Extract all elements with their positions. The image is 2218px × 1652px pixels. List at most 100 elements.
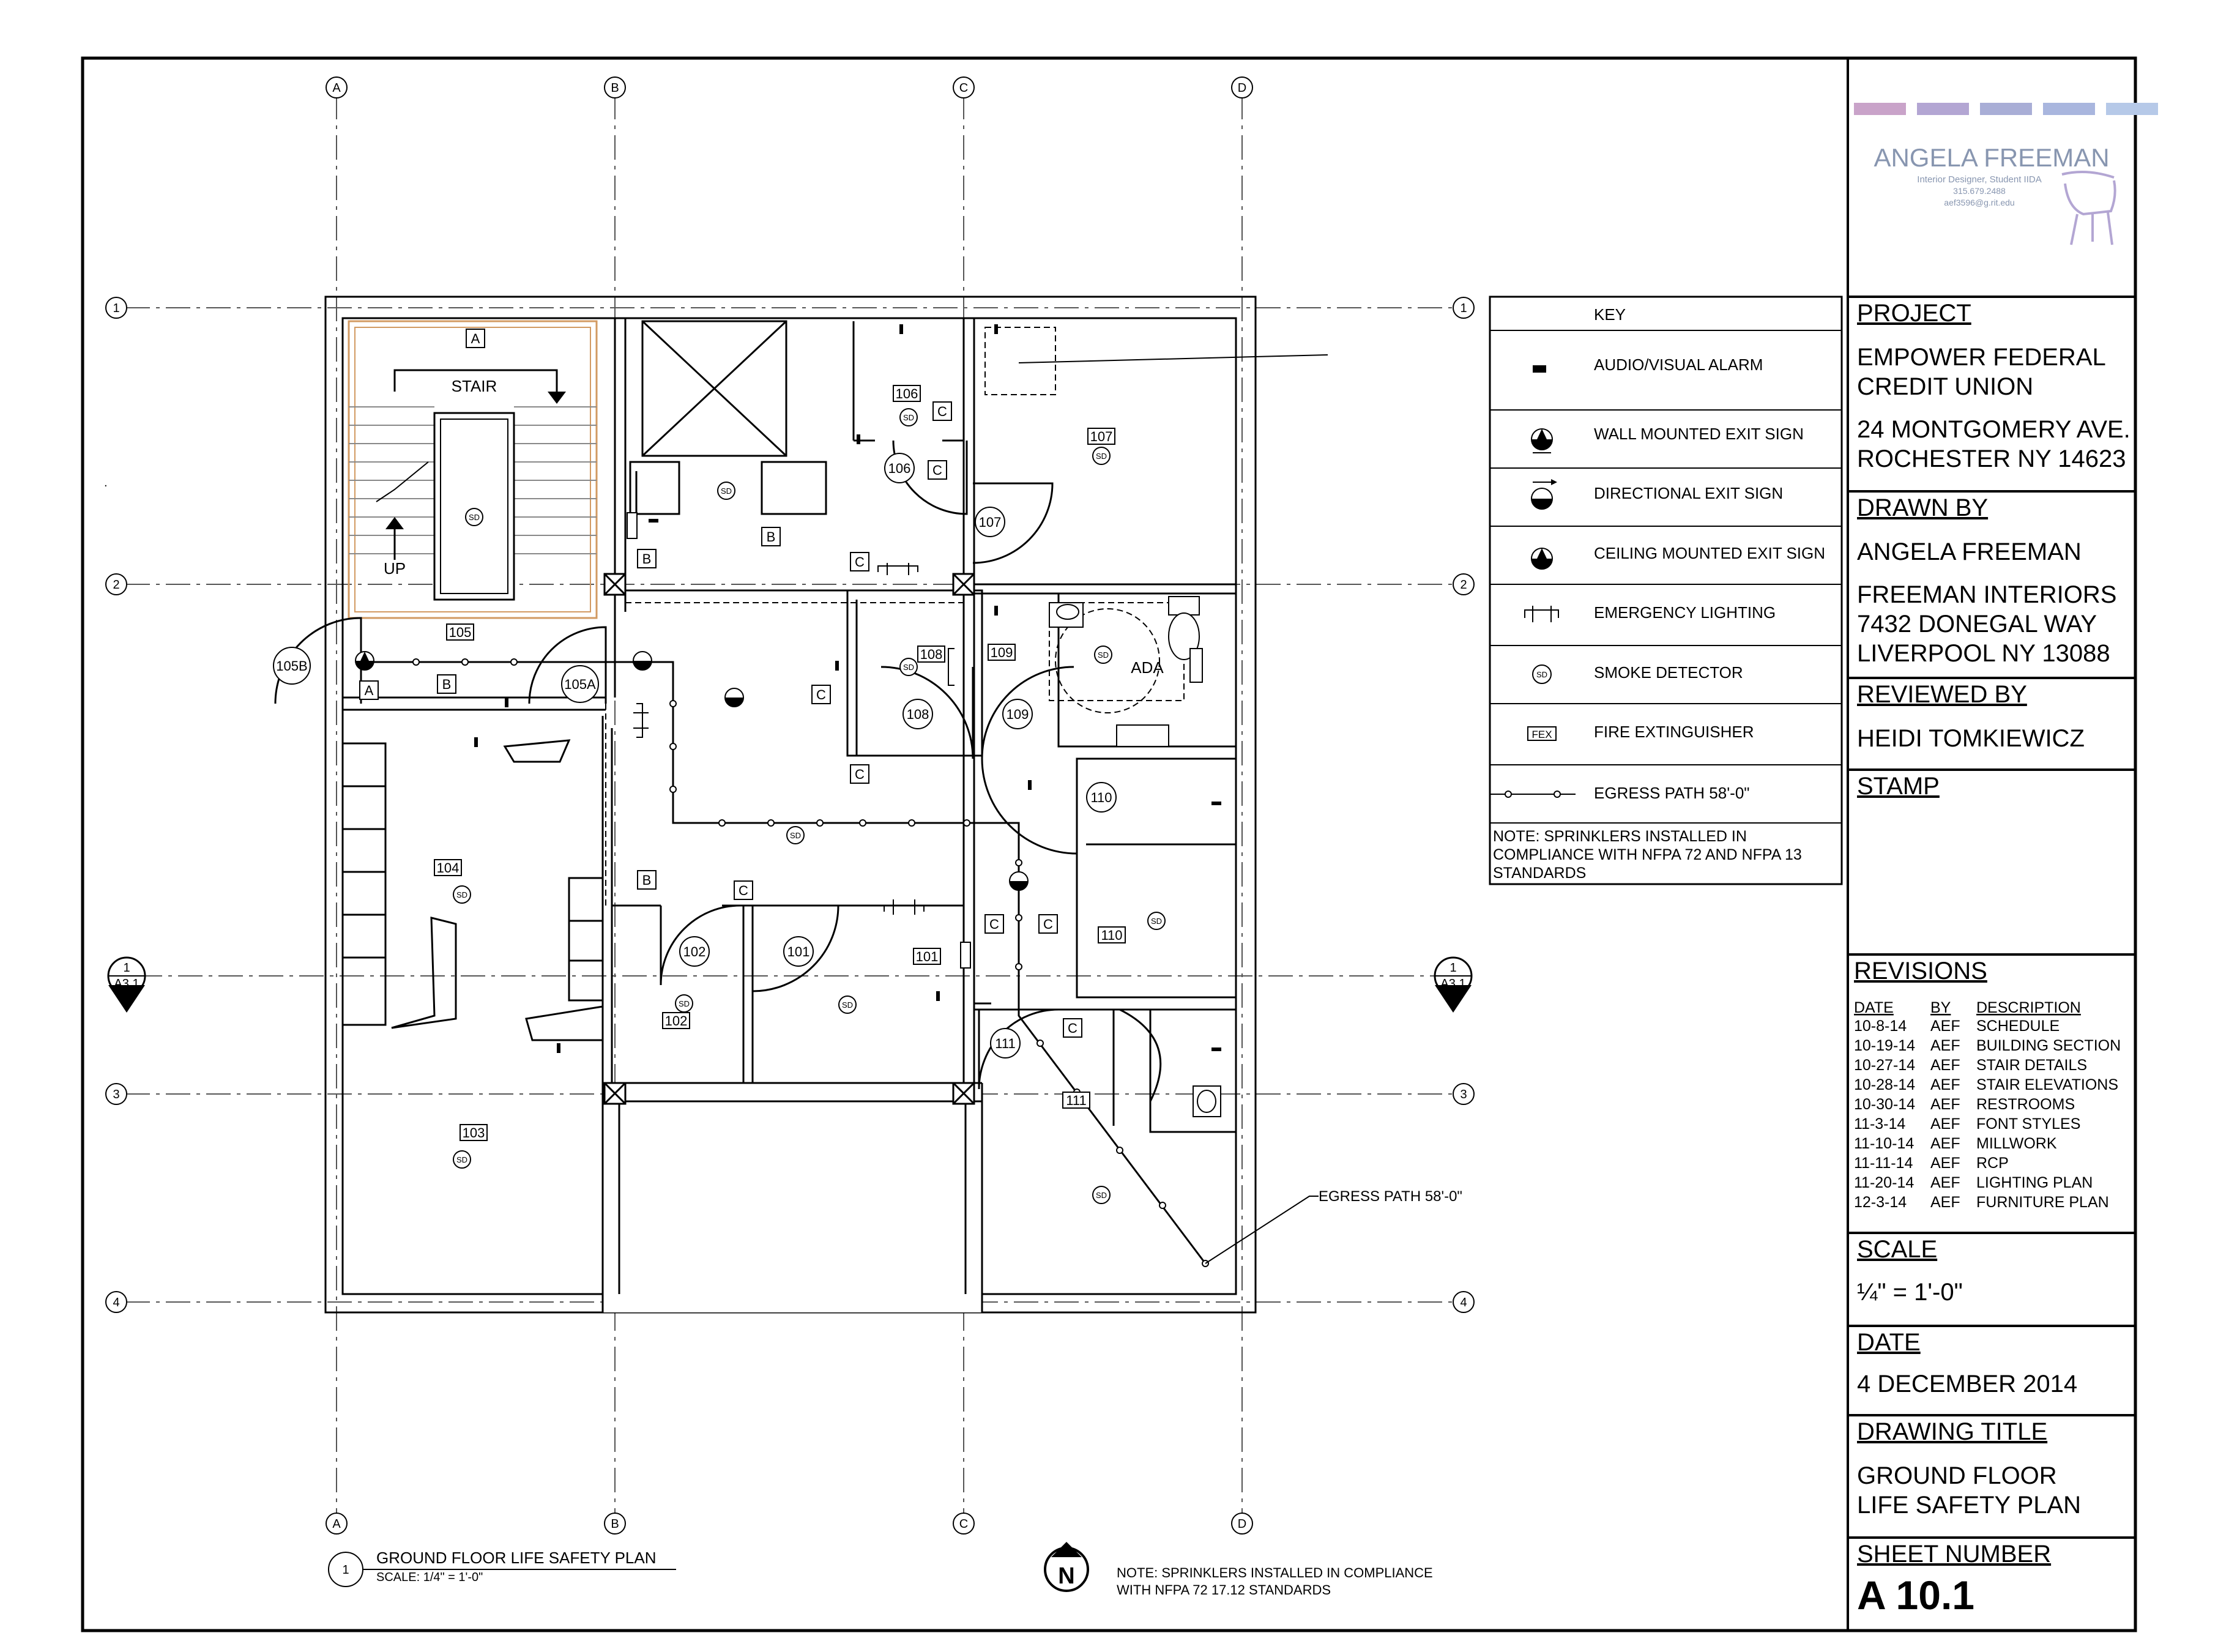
sheet-border (81, 56, 2137, 1632)
svg-text:1: 1 (123, 961, 130, 975)
revision-cell: AEF (1930, 1135, 1960, 1152)
drawing-label: 1 GROUND FLOOR LIFE SAFETY PLAN SCALE: 1… (328, 1549, 676, 1587)
revision-cell: LIGHTING PLAN (1976, 1174, 2093, 1191)
svg-text:110: 110 (1090, 790, 1112, 805)
sheet-number: A 10.1 (1857, 1572, 1974, 1618)
project-line-1: EMPOWER FEDERAL (1857, 344, 2106, 371)
svg-text:SD: SD (721, 486, 732, 496)
room-tag-108: 108 (917, 646, 945, 663)
revision-cell: 11-3-14 (1854, 1115, 1905, 1133)
drawing-title-label: DRAWING TITLE (1857, 1418, 2047, 1445)
svg-text:102: 102 (683, 944, 706, 959)
room-tag-105: 105 (446, 623, 474, 641)
revision-cell: FURNITURE PLAN (1976, 1194, 2109, 1211)
svg-text:108: 108 (920, 647, 943, 662)
room-tag-102: 102 (662, 1012, 690, 1029)
door-tag-106: 106 (884, 453, 915, 483)
svg-text:109: 109 (1007, 707, 1029, 722)
revision-cell: AEF (1930, 1174, 1960, 1191)
svg-text:109: 109 (991, 645, 1013, 660)
door-tag-105a: 105A (561, 665, 599, 703)
section-marker-left: 1 A3.1 (107, 956, 146, 1013)
revision-cell: 10-27-14 (1854, 1057, 1915, 1074)
grid-bubble-row-2-right: 2 (1453, 573, 1475, 595)
svg-text:C: C (1043, 917, 1053, 932)
egress-path-icon (1490, 791, 1576, 798)
structural-columns (603, 573, 975, 1105)
revision-cell: 11-11-14 (1854, 1155, 1913, 1172)
svg-text:111: 111 (1066, 1093, 1086, 1108)
key-title: KEY (1594, 305, 1626, 324)
room-tag-109: 109 (988, 644, 1016, 661)
svg-text:106: 106 (896, 386, 918, 401)
svg-text:C: C (855, 554, 865, 570)
scale-value: ¼" = 1'-0" (1857, 1279, 1963, 1306)
stamp-label: STAMP (1857, 773, 1940, 800)
drawing-label-scale: SCALE: 1/4" = 1'-0" (376, 1571, 483, 1584)
svg-text:SD: SD (679, 999, 690, 1008)
emergency-lighting-icon (1524, 606, 1559, 622)
svg-text:A3.1: A3.1 (1440, 977, 1465, 991)
smoke-detector-icon: SD (1532, 664, 1552, 684)
ada-label: ADA (1131, 658, 1164, 677)
svg-text:1: 1 (113, 302, 119, 315)
stair-label: STAIR (452, 377, 497, 395)
key-legend: KEY AUDIO/VISUAL ALARM WALL MOUNTED EXIT… (1489, 296, 1843, 885)
revision-cell: AEF (1930, 1096, 1960, 1113)
logo-color-bar (1854, 103, 1906, 115)
logo-color-bar (1980, 103, 2032, 115)
stair: STAIR UP (348, 320, 598, 619)
svg-text:3: 3 (1460, 1088, 1467, 1101)
drawing-label-title: GROUND FLOOR LIFE SAFETY PLAN (376, 1549, 657, 1567)
svg-text:3: 3 (113, 1088, 119, 1101)
logo-color-bar (1917, 103, 1969, 115)
emergency-lighting-icon (633, 563, 955, 915)
svg-text:C: C (959, 1517, 968, 1531)
grid-bubble-row-2-left: 2 (105, 573, 127, 595)
svg-text:107: 107 (1090, 429, 1113, 444)
svg-text:A: A (332, 81, 341, 95)
svg-text:WALL MOUNTED EXIT SIGN: WALL MOUNTED EXIT SIGN (1594, 425, 1804, 443)
revision-cell: BUILDING SECTION (1976, 1037, 2121, 1054)
door-tag-107: 107 (975, 507, 1005, 537)
svg-text:SMOKE DETECTOR: SMOKE DETECTOR (1594, 663, 1743, 682)
revision-cell: AEF (1930, 1115, 1960, 1133)
revision-header: DATE (1854, 999, 1894, 1016)
logo-bars (1854, 103, 2158, 115)
svg-text:SD: SD (842, 1000, 853, 1010)
svg-text:107: 107 (979, 515, 1002, 530)
svg-text:2: 2 (113, 578, 119, 592)
svg-text:C: C (989, 917, 999, 932)
svg-text:110: 110 (1101, 928, 1122, 943)
grid-bubble-col-d-top: D (1231, 76, 1253, 99)
svg-text:111: 111 (995, 1036, 1015, 1051)
door-tag-109: 109 (1002, 699, 1033, 729)
svg-text:C: C (855, 767, 865, 782)
svg-text:105B: 105B (276, 658, 307, 674)
svg-text:C: C (937, 404, 947, 419)
grid-bubble-col-a-top: A (326, 76, 348, 99)
svg-text:A: A (365, 683, 374, 698)
svg-text:4: 4 (113, 1296, 119, 1309)
project-line-4: ROCHESTER NY 14623 (1857, 445, 2126, 472)
revision-cell: STAIR ELEVATIONS (1976, 1076, 2118, 1093)
grid-bubble-col-b-bottom: B (604, 1512, 626, 1535)
room-tags: 101 102 103 104 105 106 107 108 109 110 … (434, 385, 1164, 1141)
revision-cell: 10-30-14 (1854, 1096, 1915, 1113)
svg-text:2: 2 (1460, 578, 1467, 592)
egress-callout: EGRESS PATH 58'-0" (1205, 1188, 1462, 1264)
grid-bubble-row-3-left: 3 (105, 1083, 127, 1105)
restroom-fixtures (1049, 596, 1221, 1117)
svg-text:CEILING MOUNTED EXIT SIGN: CEILING MOUNTED EXIT SIGN (1594, 544, 1825, 562)
svg-text:SD: SD (469, 513, 480, 522)
key-note-line-1: NOTE: SPRINKLERS INSTALLED IN (1493, 828, 1747, 845)
svg-text:A3.1: A3.1 (114, 977, 139, 991)
ceiling-mounted-exit-sign-icon (1531, 548, 1553, 570)
svg-text:D: D (1238, 81, 1246, 95)
svg-text:SD: SD (1098, 650, 1109, 660)
revision-cell: 11-10-14 (1854, 1135, 1914, 1152)
grid-bubble-row-4-left: 4 (105, 1291, 127, 1313)
revision-cell: SCHEDULE (1976, 1018, 2060, 1035)
svg-text:106: 106 (888, 461, 911, 476)
door-tag-111: 111 (990, 1028, 1021, 1059)
